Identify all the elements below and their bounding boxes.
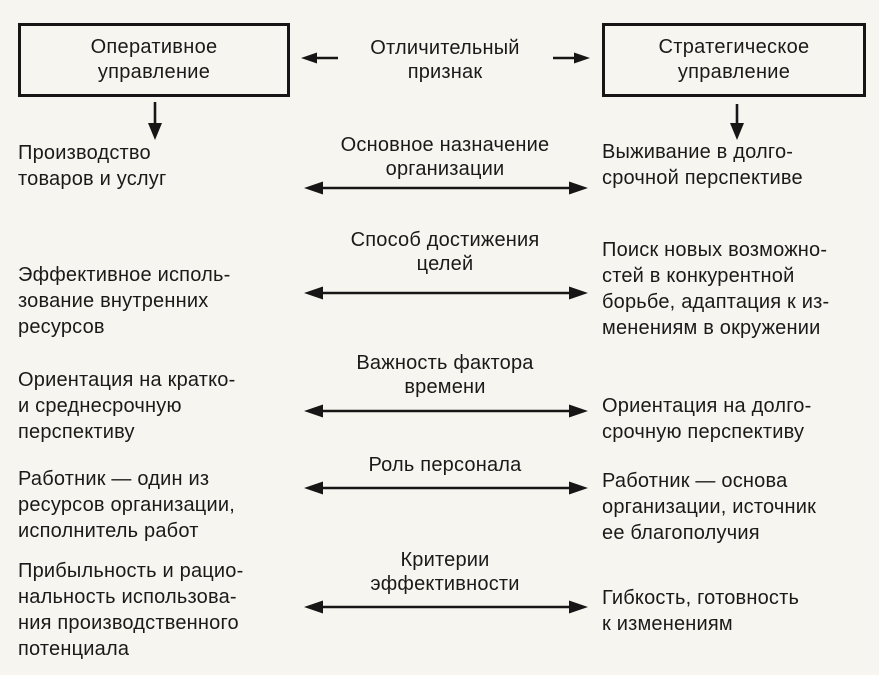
operational-cell: Работник — один из ресурсов организации,…	[18, 468, 235, 542]
strategic-cell: Выживание в долго- срочной перспективе	[602, 141, 803, 189]
feature-label: Роль персонала	[368, 454, 522, 476]
feature-label: Важность фактора времени	[356, 352, 534, 398]
strategic-cell: Поиск новых возможно- стей в конкурентно…	[602, 239, 830, 339]
operational-cell: Производство товаров и услуг	[18, 142, 167, 190]
double-arrow-icon	[304, 481, 588, 495]
strategic-cell: Гибкость, готовность к изменениям	[602, 587, 800, 635]
operational-cell: Ориентация на кратко- и среднесрочную пе…	[18, 369, 236, 443]
strategic-cell: Работник — основа организации, источник …	[602, 470, 817, 544]
left-arrow-icon	[301, 52, 338, 64]
double-arrow-icon	[304, 181, 588, 195]
feature-label: Основное назначение организации	[340, 134, 550, 180]
right-arrow-icon	[553, 52, 590, 64]
down-arrow-right-icon	[730, 104, 744, 140]
feature-label: Способ достижения целей	[350, 229, 540, 275]
operational-cell: Прибыльность и рацио- нальность использо…	[18, 560, 244, 660]
double-arrow-icon	[304, 286, 588, 300]
distinctive-feature-label: Отличительный признак	[370, 37, 520, 83]
strategic-management-box: Стратегическое управление	[602, 23, 866, 97]
feature-label: Критерии эффективности	[370, 549, 520, 595]
down-arrow-left-icon	[148, 102, 162, 140]
operational-cell: Эффективное исполь- зование внутренних р…	[18, 264, 231, 338]
double-arrow-icon	[304, 404, 588, 418]
double-arrow-icon	[304, 600, 588, 614]
operational-management-box: Оперативное управление	[18, 23, 290, 97]
strategic-cell: Ориентация на долго- срочную перспективу	[602, 395, 812, 443]
